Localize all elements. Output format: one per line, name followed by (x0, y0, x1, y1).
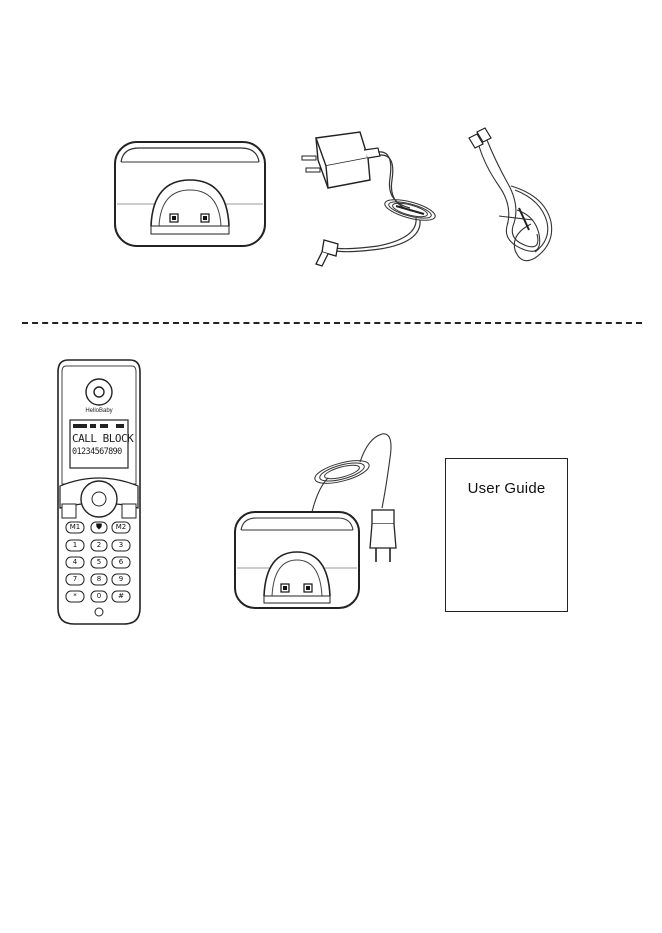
handset-key-block-icon: ⛊ (91, 522, 107, 532)
power-adapter-top (298, 128, 448, 268)
handset-display-line1: CALL BLOCK (72, 432, 133, 445)
cordless-handset: HelloBaby CALL BLOCK 01234567890 M1 ⛊ M2… (54, 358, 144, 626)
power-adapter-drawing (298, 128, 448, 268)
handset-key-4: 4 (66, 558, 84, 566)
handset-drawing (54, 358, 144, 626)
user-guide-booklet: User Guide (445, 458, 568, 612)
handset-key-hash: # (112, 592, 130, 600)
handset-key-1: 1 (66, 541, 84, 549)
handset-key-0: 0 (91, 592, 107, 600)
handset-display-line2: 01234567890 (72, 447, 122, 457)
handset-key-2: 2 (91, 541, 107, 549)
charger-with-adapter-drawing (232, 428, 422, 612)
section-divider (22, 322, 642, 324)
handset-key-m2: M2 (112, 523, 130, 531)
line-cord-drawing (455, 126, 565, 268)
charger-with-adapter (232, 428, 422, 612)
handset-brand-logo: HelloBaby (79, 408, 119, 414)
handset-key-5: 5 (91, 558, 107, 566)
handset-key-m1: M1 (66, 523, 84, 531)
handset-key-3: 3 (112, 541, 130, 549)
charging-base-drawing (113, 140, 267, 248)
handset-key-8: 8 (91, 575, 107, 583)
handset-key-star: * (66, 592, 84, 600)
handset-key-9: 9 (112, 575, 130, 583)
charging-base-top (113, 140, 267, 248)
user-guide-title: User Guide (446, 480, 567, 497)
handset-key-7: 7 (66, 575, 84, 583)
handset-key-6: 6 (112, 558, 130, 566)
telephone-line-cord (455, 126, 565, 268)
